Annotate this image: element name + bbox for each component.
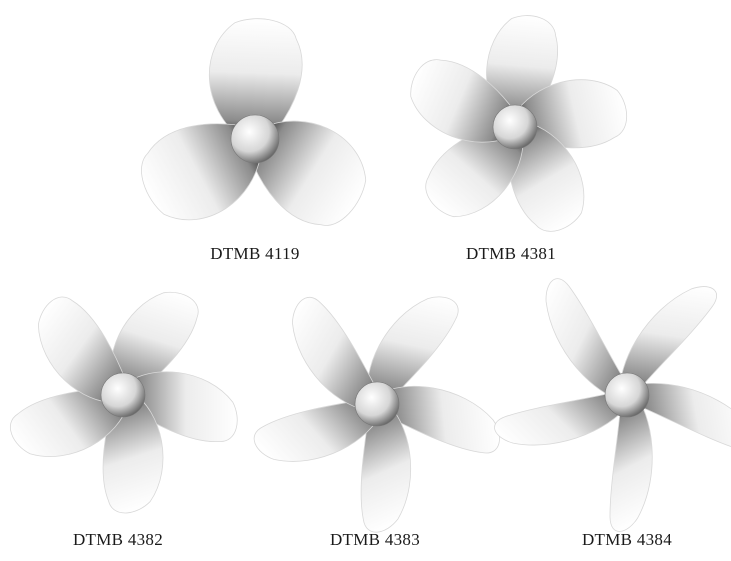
propeller-blade [110, 291, 199, 399]
propeller-blade [609, 391, 653, 532]
caption-dtmb-4119: DTMB 4119 [210, 244, 300, 263]
propeller-blade [122, 371, 238, 442]
propeller-blade [37, 296, 129, 403]
propeller-blade [625, 382, 731, 451]
propeller-blade [208, 18, 303, 140]
propeller-blade [292, 296, 382, 412]
propeller-blade [360, 400, 411, 533]
caption-dtmb-4383: DTMB 4383 [329, 530, 421, 549]
propeller-blade [375, 385, 500, 454]
propeller-hub [230, 114, 280, 164]
propeller-hub [492, 104, 538, 150]
propeller-hub [604, 372, 650, 418]
propeller-dtmb-4382 [10, 291, 238, 514]
propeller-blade [367, 296, 459, 407]
propeller-blade [253, 397, 383, 462]
caption-dtmb-4381: DTMB 4381 [465, 244, 557, 263]
propeller-dtmb-4384 [494, 278, 731, 532]
propeller-dtmb-4381 [410, 15, 628, 232]
caption-dtmb-4382: DTMB 4382 [72, 530, 164, 549]
propeller-blade [410, 59, 520, 143]
propeller-blade [494, 389, 633, 446]
propeller-blade [545, 278, 631, 402]
propeller-blade [10, 387, 129, 457]
propeller-blade [141, 123, 262, 221]
propeller-blade [619, 286, 718, 397]
propeller-hub [100, 372, 146, 418]
propeller-hub [354, 381, 400, 427]
caption-dtmb-4384: DTMB 4384 [581, 530, 673, 549]
propeller-dtmb-4383 [253, 296, 500, 533]
propeller-dtmb-4119 [141, 18, 367, 226]
